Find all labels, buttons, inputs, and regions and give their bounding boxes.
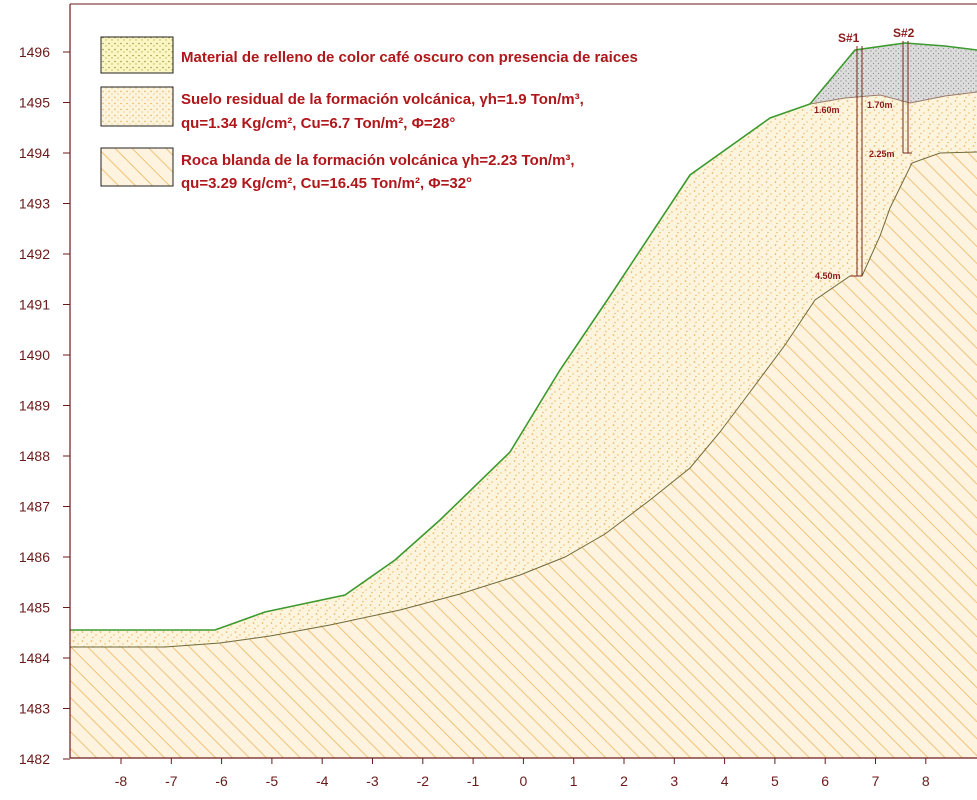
x-tick-label: -3 (366, 773, 379, 789)
x-tick-label: 6 (821, 773, 829, 789)
y-axis: 1496 1495 1494 1493 1492 1491 1490 1489 1488 1487… (19, 44, 70, 767)
borehole-s2-depth-bottom: 2.25m (869, 149, 895, 159)
y-tick-label: 1483 (19, 701, 50, 717)
borehole-s2-depth-top: 1.70m (867, 100, 893, 110)
x-tick-label: -8 (115, 773, 128, 789)
x-tick-label: -5 (266, 773, 279, 789)
x-tick-label: -6 (215, 773, 228, 789)
borehole-s2-name: S#2 (893, 26, 915, 40)
borehole-s1-depth-bottom: 4.50m (815, 271, 841, 281)
legend-swatch-soft-rock (100, 147, 174, 187)
x-tick-label: -4 (316, 773, 329, 789)
legend-swatch-residual-soil (100, 86, 174, 127)
x-tick-label: 2 (620, 773, 628, 789)
legend-fill-material-text: Material de relleno de color café oscuro… (181, 49, 638, 66)
y-tick-label: 1492 (19, 246, 50, 262)
borehole-s1: S#1 1.60m 4.50m (814, 31, 863, 281)
y-tick-label: 1487 (19, 499, 50, 515)
y-tick-label: 1485 (19, 600, 50, 616)
legend: Material de relleno de color café oscuro… (100, 36, 638, 192)
y-tick-label: 1490 (19, 347, 50, 363)
y-tick-label: 1491 (19, 297, 50, 313)
y-tick-label: 1495 (19, 95, 50, 111)
x-tick-label: -1 (467, 773, 480, 789)
x-tick-label: 0 (520, 773, 528, 789)
borehole-s2: S#2 1.70m 2.25m (867, 26, 915, 159)
x-tick-label: 5 (771, 773, 779, 789)
residual-soil-layer (70, 92, 977, 647)
y-tick-label: 1489 (19, 398, 50, 414)
y-tick-label: 1484 (19, 650, 50, 666)
legend-residual-soil-line1: Suelo residual de la formación volcánica… (181, 91, 584, 108)
y-tick-label: 1494 (19, 145, 50, 161)
rock-boundary-line (70, 151, 977, 648)
fill-material-layer (810, 43, 977, 104)
borehole-s1-depth-top: 1.60m (814, 105, 840, 115)
x-axis: -8 -7 -6 -5 -4 -3 -2 -1 0 1 2 3 4 5 6 7 8 (115, 758, 930, 789)
x-tick-label: -2 (417, 773, 430, 789)
y-tick-label: 1488 (19, 448, 50, 464)
x-tick-label: 7 (872, 773, 880, 789)
legend-residual-soil-line2: qu=1.34 Kg/cm², Cu=6.7 Ton/m², Φ=28° (181, 115, 455, 132)
ground-surface-line (70, 42, 977, 631)
legend-swatch-fill-material (100, 36, 174, 74)
borehole-s1-name: S#1 (838, 31, 860, 45)
y-tick-label: 1486 (19, 549, 50, 565)
x-tick-label: 1 (570, 773, 578, 789)
soft-rock-layer (70, 152, 977, 758)
x-tick-label: 4 (721, 773, 729, 789)
y-tick-label: 1493 (19, 196, 50, 212)
legend-soft-rock-line2: qu=3.29 Kg/cm², Cu=16.45 Ton/m², Φ=32° (181, 175, 472, 192)
x-tick-label: 8 (922, 773, 930, 789)
y-tick-label: 1482 (19, 751, 50, 767)
legend-soft-rock-line1: Roca blanda de la formación volcánica γh… (181, 152, 575, 169)
y-tick-label: 1496 (19, 44, 50, 60)
x-tick-label: -7 (165, 773, 178, 789)
x-tick-label: 3 (670, 773, 678, 789)
